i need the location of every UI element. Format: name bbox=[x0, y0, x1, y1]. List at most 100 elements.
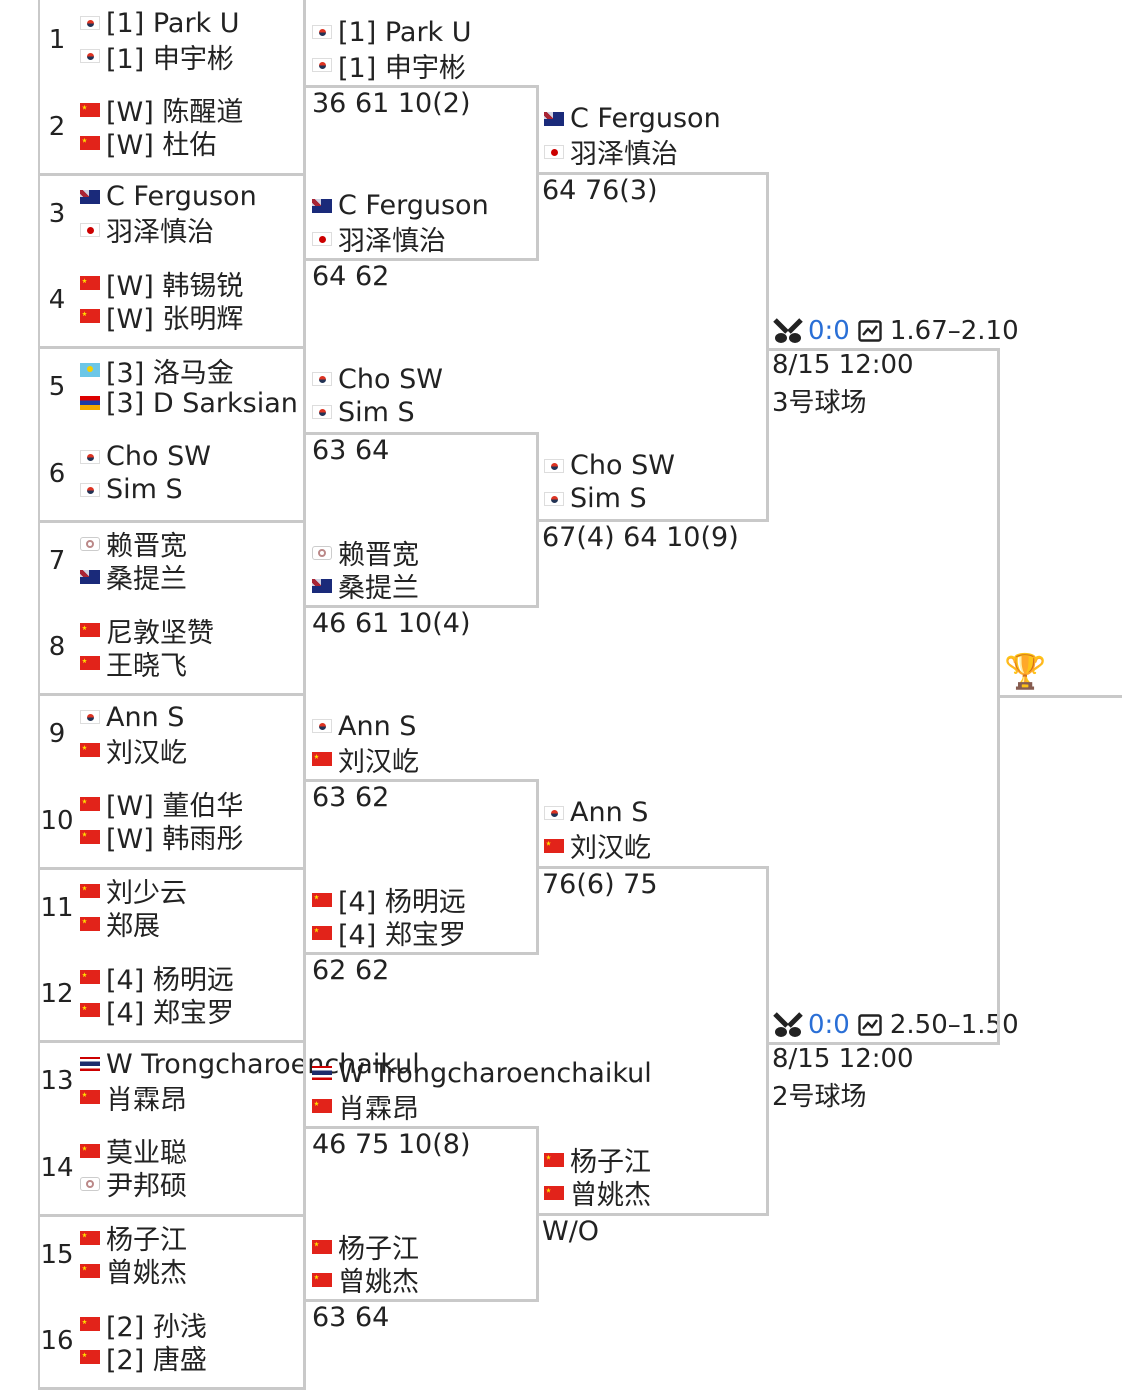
team-entry[interactable]: Ann S bbox=[312, 710, 416, 742]
match-divider bbox=[38, 866, 304, 870]
match-divider bbox=[38, 346, 304, 349]
team-entry[interactable]: 羽泽慎治 bbox=[80, 214, 214, 248]
team-entry[interactable]: [W] 杜佑 bbox=[80, 127, 216, 161]
team-entry[interactable]: [W] 张明辉 bbox=[80, 300, 243, 335]
team-entry[interactable]: Ann S bbox=[80, 701, 184, 733]
team-entry[interactable]: Sim S bbox=[80, 474, 183, 506]
flag-au-icon bbox=[80, 569, 100, 584]
team-entry[interactable]: 杨子江 bbox=[544, 1144, 651, 1178]
team-entry[interactable]: [3] 洛马金 bbox=[80, 354, 234, 389]
team-entry[interactable]: 赖晋宽 bbox=[312, 537, 419, 571]
team-entry[interactable]: 尼敦坚赞 bbox=[80, 614, 214, 649]
team-entry[interactable]: 王晓飞 bbox=[80, 647, 187, 682]
match-divider bbox=[38, 519, 304, 523]
team-entry[interactable]: Cho SW bbox=[544, 450, 675, 482]
team-entry[interactable]: 刘汉屹 bbox=[312, 743, 419, 778]
team-entry[interactable]: [W] 陈醒道 bbox=[80, 94, 243, 128]
team-entry[interactable]: [4] 郑宝罗 bbox=[312, 917, 466, 951]
match-score: 64 76(3) bbox=[542, 174, 658, 206]
team-entry[interactable]: 杨子江 bbox=[80, 1222, 187, 1256]
team-entry[interactable]: 赖晋宽 bbox=[80, 528, 187, 562]
team-entry[interactable]: Cho SW bbox=[312, 363, 443, 395]
player-name: [4] 郑宝罗 bbox=[338, 920, 466, 951]
match-divider bbox=[38, 172, 304, 176]
player-name: 桑提兰 bbox=[106, 564, 187, 595]
team-entry[interactable]: 尹邦硕 bbox=[80, 1168, 187, 1202]
team-entry[interactable]: 曾姚杰 bbox=[312, 1264, 419, 1298]
team-entry[interactable]: [3] D Sarksian bbox=[80, 387, 298, 419]
team-entry[interactable]: C Ferguson bbox=[80, 181, 257, 213]
team-entry[interactable]: 桑提兰 bbox=[312, 570, 419, 604]
player-name: 王晓飞 bbox=[106, 650, 187, 682]
team-entry[interactable]: C Ferguson bbox=[544, 103, 721, 135]
flag-cn-icon bbox=[80, 276, 100, 291]
team-entry[interactable]: W Trongcharoenchaikul bbox=[312, 1057, 652, 1089]
qf-joiner bbox=[766, 171, 769, 522]
team-entry[interactable]: 羽泽慎治 bbox=[544, 136, 678, 170]
player-name: [2] 唐盛 bbox=[106, 1344, 207, 1376]
flag-jp-icon bbox=[544, 144, 564, 159]
team-entry[interactable]: 羽泽慎治 bbox=[312, 223, 446, 257]
team-entry[interactable]: [2] 唐盛 bbox=[80, 1341, 207, 1376]
team-entry[interactable]: [1] 申宇彬 bbox=[312, 49, 466, 84]
team-entry[interactable]: C Ferguson bbox=[312, 190, 489, 222]
match-time: 8/15 12:00 bbox=[772, 1044, 914, 1074]
team-entry[interactable]: [W] 韩雨彤 bbox=[80, 821, 243, 855]
team-entry[interactable]: W Trongcharoenchaikul bbox=[80, 1048, 420, 1080]
team-entry[interactable]: [1] Park U bbox=[312, 16, 472, 48]
team-entry[interactable]: 莫业聪 bbox=[80, 1135, 187, 1169]
team-entry[interactable]: [W] 董伯华 bbox=[80, 788, 243, 822]
team-entry[interactable]: [2] 孙浅 bbox=[80, 1308, 207, 1343]
team-entry[interactable]: 桑提兰 bbox=[80, 561, 187, 595]
team-entry[interactable]: 郑展 bbox=[80, 908, 160, 942]
team-entry[interactable]: 刘汉屹 bbox=[80, 734, 187, 769]
live-score: 0:0 bbox=[808, 316, 850, 346]
team-entry[interactable]: [4] 杨明远 bbox=[312, 884, 466, 918]
team-entry[interactable]: 曾姚杰 bbox=[544, 1177, 651, 1211]
flag-tpe-icon bbox=[80, 1176, 100, 1191]
team-entry[interactable]: 刘少云 bbox=[80, 875, 187, 909]
flag-kr-icon bbox=[312, 719, 332, 733]
team-entry[interactable]: 肖霖昂 bbox=[312, 1090, 419, 1125]
draw-position-number: 12 bbox=[40, 979, 74, 1010]
team-entry[interactable]: 杨子江 bbox=[312, 1231, 419, 1265]
team-entry[interactable]: Sim S bbox=[544, 483, 647, 515]
team-entry[interactable]: Cho SW bbox=[80, 441, 211, 473]
flag-kr-icon bbox=[80, 482, 100, 497]
team-entry[interactable]: [4] 杨明远 bbox=[80, 961, 234, 996]
player-name: [2] 孙浅 bbox=[106, 1311, 207, 1343]
player-name: 杨子江 bbox=[570, 1147, 651, 1179]
player-name: [W] 韩雨彤 bbox=[106, 824, 244, 856]
player-name: 羽泽慎治 bbox=[338, 226, 446, 257]
draw-position-number: 1 bbox=[48, 25, 66, 55]
team-entry[interactable]: 刘汉屹 bbox=[544, 830, 651, 864]
flag-cn-icon bbox=[80, 656, 100, 671]
flag-cn-icon bbox=[80, 623, 100, 638]
chart-icon[interactable] bbox=[858, 1014, 882, 1036]
team-entry[interactable]: [4] 郑宝罗 bbox=[80, 994, 234, 1029]
round2-connector bbox=[306, 605, 538, 609]
player-name: [W] 董伯华 bbox=[106, 791, 244, 823]
round2-connector bbox=[306, 1125, 538, 1129]
match-divider bbox=[38, 1213, 304, 1217]
flag-th-icon bbox=[80, 1057, 100, 1071]
team-entry[interactable]: 曾姚杰 bbox=[80, 1255, 187, 1289]
team-entry[interactable]: [W] 韩锡锐 bbox=[80, 267, 243, 302]
team-entry[interactable]: [1] 申宇彬 bbox=[80, 40, 234, 75]
team-entry[interactable]: Ann S bbox=[544, 797, 648, 829]
flag-kr-icon bbox=[80, 16, 100, 30]
player-name: 刘汉屹 bbox=[570, 833, 651, 865]
draw-position-number: 9 bbox=[48, 719, 66, 749]
draw-position-number: 2 bbox=[48, 111, 66, 142]
flag-kr-icon bbox=[80, 49, 100, 63]
player-name: [3] 洛马金 bbox=[106, 357, 234, 389]
qf-connector bbox=[538, 865, 769, 869]
team-entry[interactable]: 肖霖昂 bbox=[80, 1081, 187, 1116]
team-entry[interactable]: [1] Park U bbox=[80, 7, 240, 39]
team-entry[interactable]: Sim S bbox=[312, 396, 415, 428]
flag-cn-icon bbox=[80, 1143, 100, 1158]
player-name: 杨子江 bbox=[106, 1225, 187, 1256]
chart-icon[interactable] bbox=[858, 320, 882, 342]
